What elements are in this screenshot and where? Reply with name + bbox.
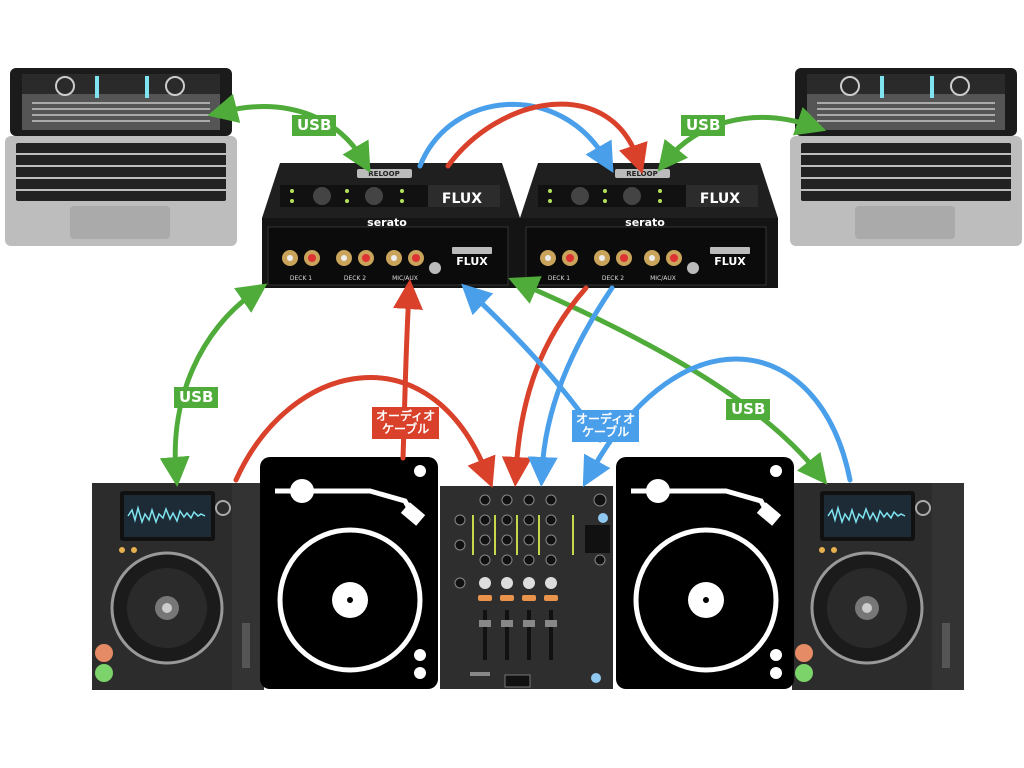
input-label-deck2: DECK 2 — [344, 275, 366, 282]
interface-maker-logo: RELOOP — [368, 170, 399, 178]
usb-label: USB — [174, 387, 219, 408]
usb-label: USB — [292, 115, 337, 136]
interface-name-top: FLUX — [700, 191, 740, 207]
interface-brand: serato — [625, 216, 665, 229]
usb-cable-laptop-left — [207, 93, 371, 173]
audio-cable-label-line1: オーディオ — [376, 409, 436, 423]
interface-name-top: FLUX — [442, 191, 482, 207]
laptop-left — [4, 67, 238, 247]
turntable-right — [616, 457, 794, 689]
usb-cable-laptop-right — [657, 106, 827, 172]
audio-cable-label-line2: ケーブル — [581, 425, 630, 439]
input-label-deck1: DECK 1 — [548, 275, 570, 282]
audio-cable-blue-top — [417, 101, 614, 173]
audio-cable-label-red: オーディオ ケーブル — [372, 407, 440, 439]
input-label-deck2: DECK 2 — [602, 275, 624, 282]
audio-cable-blue-flux-to-mixer — [527, 285, 615, 487]
turntable-left — [260, 457, 438, 689]
audio-cable-red-turntable — [233, 375, 496, 488]
audio-cable-red-top — [445, 101, 648, 175]
audio-cable-label-line1: オーディオ — [576, 412, 636, 426]
usb-cable-cdj-left — [159, 283, 268, 487]
audio-cable-label-line2: ケーブル — [381, 422, 430, 436]
interface-brand: serato — [367, 216, 407, 229]
usb-label: USB — [726, 399, 771, 420]
interface-name-front: FLUX — [456, 255, 488, 268]
audio-cable-label-blue: オーディオ ケーブル — [572, 410, 640, 442]
interface-name-front: FLUX — [714, 255, 746, 268]
mixer — [440, 486, 613, 689]
cdj-right — [790, 481, 966, 692]
laptop-right — [789, 67, 1023, 247]
flux-left-text: RELOOP FLUX serato FLUX DECK 1 DECK 2 MI… — [290, 170, 488, 282]
interface-maker-logo: RELOOP — [626, 170, 657, 178]
input-label-mic-aux: MIC/AUX — [650, 275, 676, 282]
input-label-mic-aux: MIC/AUX — [392, 275, 418, 282]
audio-cable-red-flux-to-mixer — [501, 285, 589, 487]
usb-label: USB — [681, 115, 726, 136]
input-label-deck1: DECK 1 — [290, 275, 312, 282]
cdj-left — [90, 481, 266, 692]
